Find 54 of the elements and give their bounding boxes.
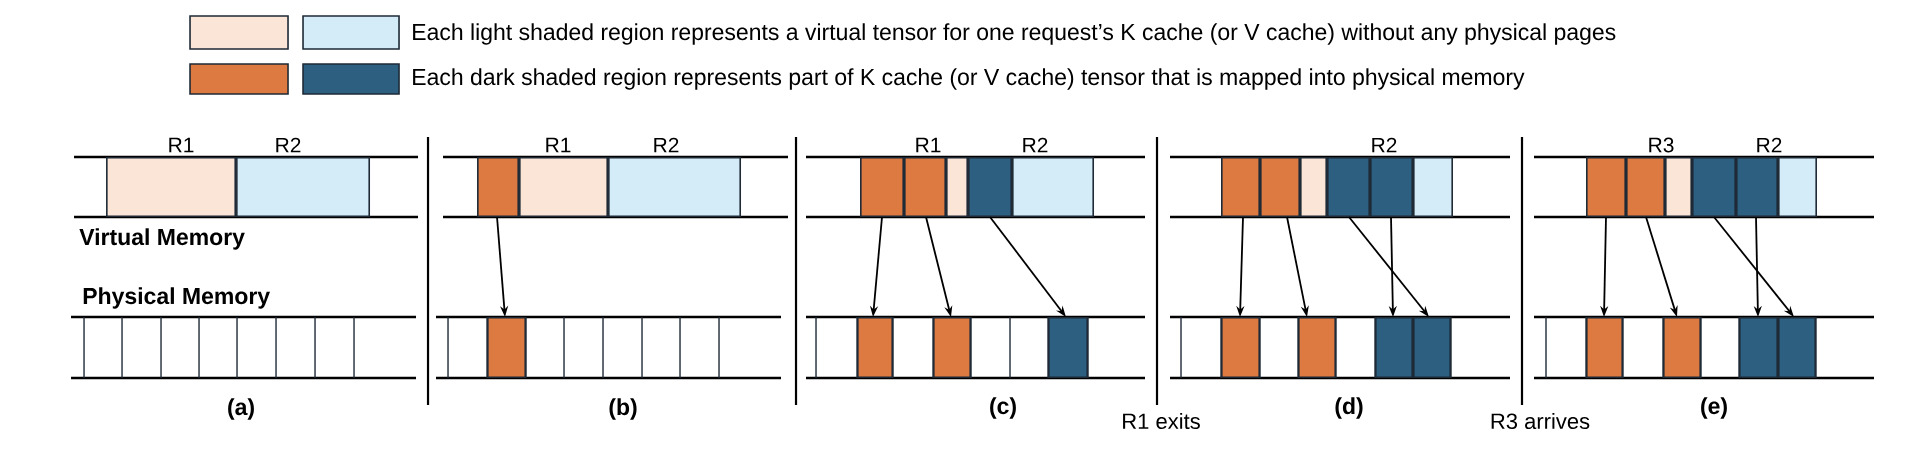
region-label: R1 [169, 137, 194, 153]
memory-block [1778, 157, 1817, 217]
page-block [1298, 317, 1336, 378]
legend-text: Each dark shaded region represents part of K cache (or V cache) tensor that is mapped into physical memory [413, 68, 1525, 90]
memory-block [946, 157, 968, 217]
memory-block [904, 157, 946, 217]
page-block [857, 317, 893, 378]
event-label: R1 exits [1123, 412, 1200, 430]
panel-label: (c) [990, 397, 1016, 419]
memory-block [860, 157, 904, 217]
memory-block [1327, 157, 1370, 217]
legend-text: Each light shaded region represents a virtual tensor for one request’s K cache (or V cache) without any physical pages [413, 23, 1616, 45]
page-block [1048, 317, 1088, 378]
memory-block [477, 157, 519, 217]
event-label: R3 arrives [1491, 412, 1590, 430]
memory-block [1300, 157, 1327, 217]
panel-label: (e) [1701, 397, 1727, 419]
memory-block [1665, 157, 1692, 217]
memory-block [236, 157, 371, 217]
memory-block [608, 157, 741, 217]
page-block [487, 317, 526, 378]
memory-block [519, 157, 608, 217]
memory-block [1413, 157, 1453, 217]
region-label: R1 [916, 137, 941, 153]
row-label: Virtual Memory [79, 228, 245, 250]
panel-label: (b) [609, 398, 637, 420]
page-block [1375, 317, 1413, 378]
page-block [1778, 317, 1816, 378]
region-label: R2 [1372, 137, 1397, 153]
page-block [1586, 317, 1623, 378]
region-label: R1 [546, 137, 571, 153]
page-block [1739, 317, 1778, 378]
page-block [933, 317, 971, 378]
memory-block [968, 157, 1012, 217]
memory-block [1736, 157, 1778, 217]
memory-block [1260, 157, 1300, 217]
region-label: R2 [654, 137, 679, 153]
page-block [1413, 317, 1451, 378]
memory-block [1221, 157, 1260, 217]
memory-block [1692, 157, 1736, 217]
region-label: R3 [1649, 137, 1674, 153]
memory-block [1626, 157, 1665, 217]
memory-block [1586, 157, 1626, 217]
memory-block [106, 157, 237, 217]
panel-label: (d) [1335, 397, 1363, 419]
row-label: Physical Memory [83, 287, 270, 309]
page-block [1663, 317, 1701, 378]
panel-label: (a) [228, 398, 254, 420]
region-label: R2 [1023, 137, 1048, 153]
memory-block [1012, 157, 1094, 217]
page-block [1221, 317, 1260, 378]
region-label: R2 [1757, 137, 1782, 153]
memory-block [1370, 157, 1413, 217]
region-label: R2 [276, 137, 301, 153]
